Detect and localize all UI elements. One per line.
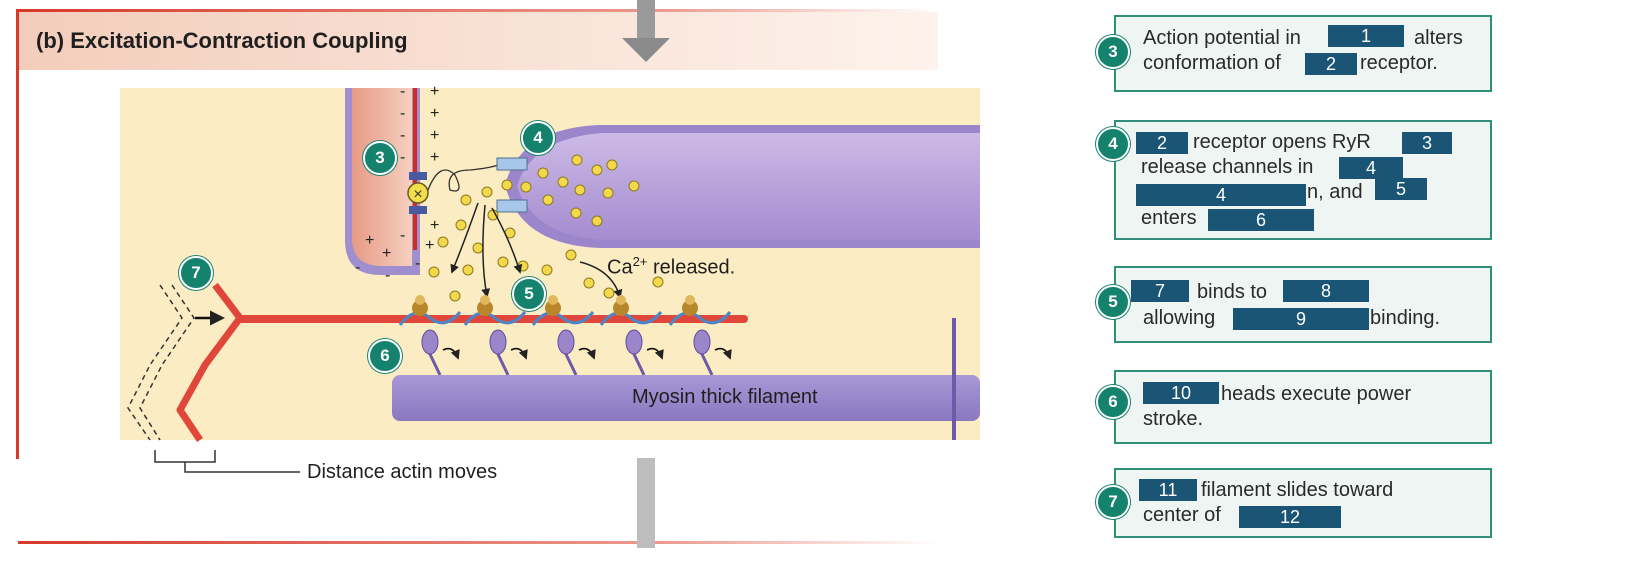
blank-5[interactable]: 5 — [1375, 178, 1427, 200]
calcium-ions — [428, 154, 664, 302]
blank-2-card4[interactable]: 2 — [1136, 132, 1188, 154]
card-step-3: 3 — [1096, 35, 1130, 69]
card-step-4: 4 — [1096, 127, 1130, 161]
svg-text:-: - — [385, 267, 390, 284]
myosin-label: Myosin thick filament — [632, 386, 818, 408]
card-4-line-4a: enters — [1141, 207, 1197, 229]
panel-title: (b) Excitation-Contraction Coupling — [36, 28, 408, 53]
ryr-channel-bottom — [496, 199, 528, 213]
diagram-step-7: 7 — [179, 256, 213, 290]
svg-text:-: - — [400, 83, 405, 100]
card-6-line-2a: stroke. — [1143, 408, 1204, 430]
svg-text:+: + — [430, 217, 439, 234]
card-3-line-1a: Action potential in — [1143, 27, 1301, 49]
calcium-flow-arrows — [450, 202, 623, 299]
card-7-line-1b: filament slides toward — [1201, 479, 1394, 501]
card-5-line-1b: binds to — [1197, 281, 1268, 303]
header-band — [18, 12, 938, 70]
blank-7[interactable]: 7 — [1131, 280, 1189, 302]
z-disc-dashed-inner — [139, 284, 195, 441]
diagram-step-3: 3 — [363, 141, 397, 175]
card-4-line-2a: release channels in — [1141, 156, 1314, 178]
card-4-line-1b: receptor opens RyR — [1193, 131, 1371, 153]
card-5-line-2a: allowing — [1143, 307, 1216, 329]
bottom-border — [18, 541, 938, 544]
card-step-5: 5 — [1096, 285, 1130, 319]
svg-text:-: - — [415, 255, 420, 272]
card-3-line-2b: receptor. — [1360, 52, 1438, 74]
card-6-line-1b: heads execute power — [1221, 383, 1412, 405]
calcium-released-label: Ca2+ released. — [607, 254, 735, 280]
svg-text:+: + — [382, 245, 391, 262]
card-3-line-2a: conformation of — [1143, 52, 1281, 74]
blank-4b[interactable]: 4 — [1136, 184, 1306, 206]
blank-11[interactable]: 11 — [1139, 479, 1197, 501]
card-4-line-3b: n, and — [1307, 181, 1363, 203]
flow-arrowhead-top — [622, 38, 670, 62]
svg-text:-: - — [355, 259, 360, 276]
blank-8[interactable]: 8 — [1283, 280, 1369, 302]
card-7-line-2a: center of — [1143, 504, 1221, 526]
card-3-line-1b: alters — [1414, 27, 1463, 49]
svg-text:+: + — [430, 149, 439, 166]
t-tubule-inner — [352, 88, 412, 266]
dhp-link — [427, 164, 499, 192]
dhp-receptor-bottom — [409, 206, 427, 214]
diagram-step-5: 5 — [512, 277, 546, 311]
svg-text:+: + — [430, 83, 439, 100]
svg-text:-: - — [400, 105, 405, 122]
dhp-receptor-top — [409, 172, 427, 180]
blank-1[interactable]: 1 — [1328, 25, 1404, 47]
card-step-7: 7 — [1096, 485, 1130, 519]
blank-9[interactable]: 9 — [1233, 308, 1369, 330]
calcium-released-prefix: Ca — [607, 256, 633, 279]
myosin-heads — [421, 329, 732, 376]
blank-10[interactable]: 10 — [1143, 382, 1219, 404]
calcium-released-suffix: released. — [647, 256, 736, 279]
troponin-complexes — [398, 295, 732, 326]
svg-text:-: - — [400, 149, 405, 166]
calcium-released-charge: 2+ — [632, 254, 648, 269]
distance-label: Distance actin moves — [307, 461, 498, 483]
dhp-cross: × — [413, 186, 422, 203]
blank-3[interactable]: 3 — [1402, 132, 1452, 154]
svg-text:-: - — [400, 227, 405, 244]
top-border — [18, 9, 938, 12]
flow-arrow-top — [637, 0, 655, 38]
blank-12[interactable]: 12 — [1239, 506, 1341, 528]
left-border — [16, 9, 19, 459]
blank-2[interactable]: 2 — [1305, 53, 1357, 75]
myosin-filament — [392, 375, 980, 421]
svg-text:+: + — [430, 127, 439, 144]
actin-filament — [238, 315, 748, 323]
dhp-receptor — [407, 182, 429, 204]
distance-bracket — [154, 450, 300, 473]
membrane-charges: -+ -+ -+ -+ + - + + + - - - — [355, 83, 439, 284]
m-line — [952, 318, 956, 440]
svg-text:-: - — [400, 127, 405, 144]
step-card-5 — [1114, 266, 1492, 343]
blank-4a[interactable]: 4 — [1339, 157, 1403, 179]
card-5-line-2b: binding. — [1370, 307, 1441, 329]
ryr-channel-top — [496, 157, 528, 171]
svg-text:+: + — [365, 232, 374, 249]
flow-arrow-bottom — [637, 458, 655, 548]
card-step-6: 6 — [1096, 385, 1130, 419]
diagram-step-4: 4 — [521, 121, 555, 155]
diagram-step-6: 6 — [368, 339, 402, 373]
blank-6[interactable]: 6 — [1208, 209, 1314, 231]
z-disc-dashed-outer — [127, 284, 183, 441]
diagram: × -+ -+ -+ -+ + - + + + - - - — [16, 0, 980, 548]
z-disc — [176, 282, 244, 442]
svg-text:+: + — [425, 237, 434, 254]
step-card-3 — [1114, 15, 1492, 92]
svg-text:+: + — [430, 105, 439, 122]
sarcoplasmic-reticulum-inner — [517, 133, 980, 240]
